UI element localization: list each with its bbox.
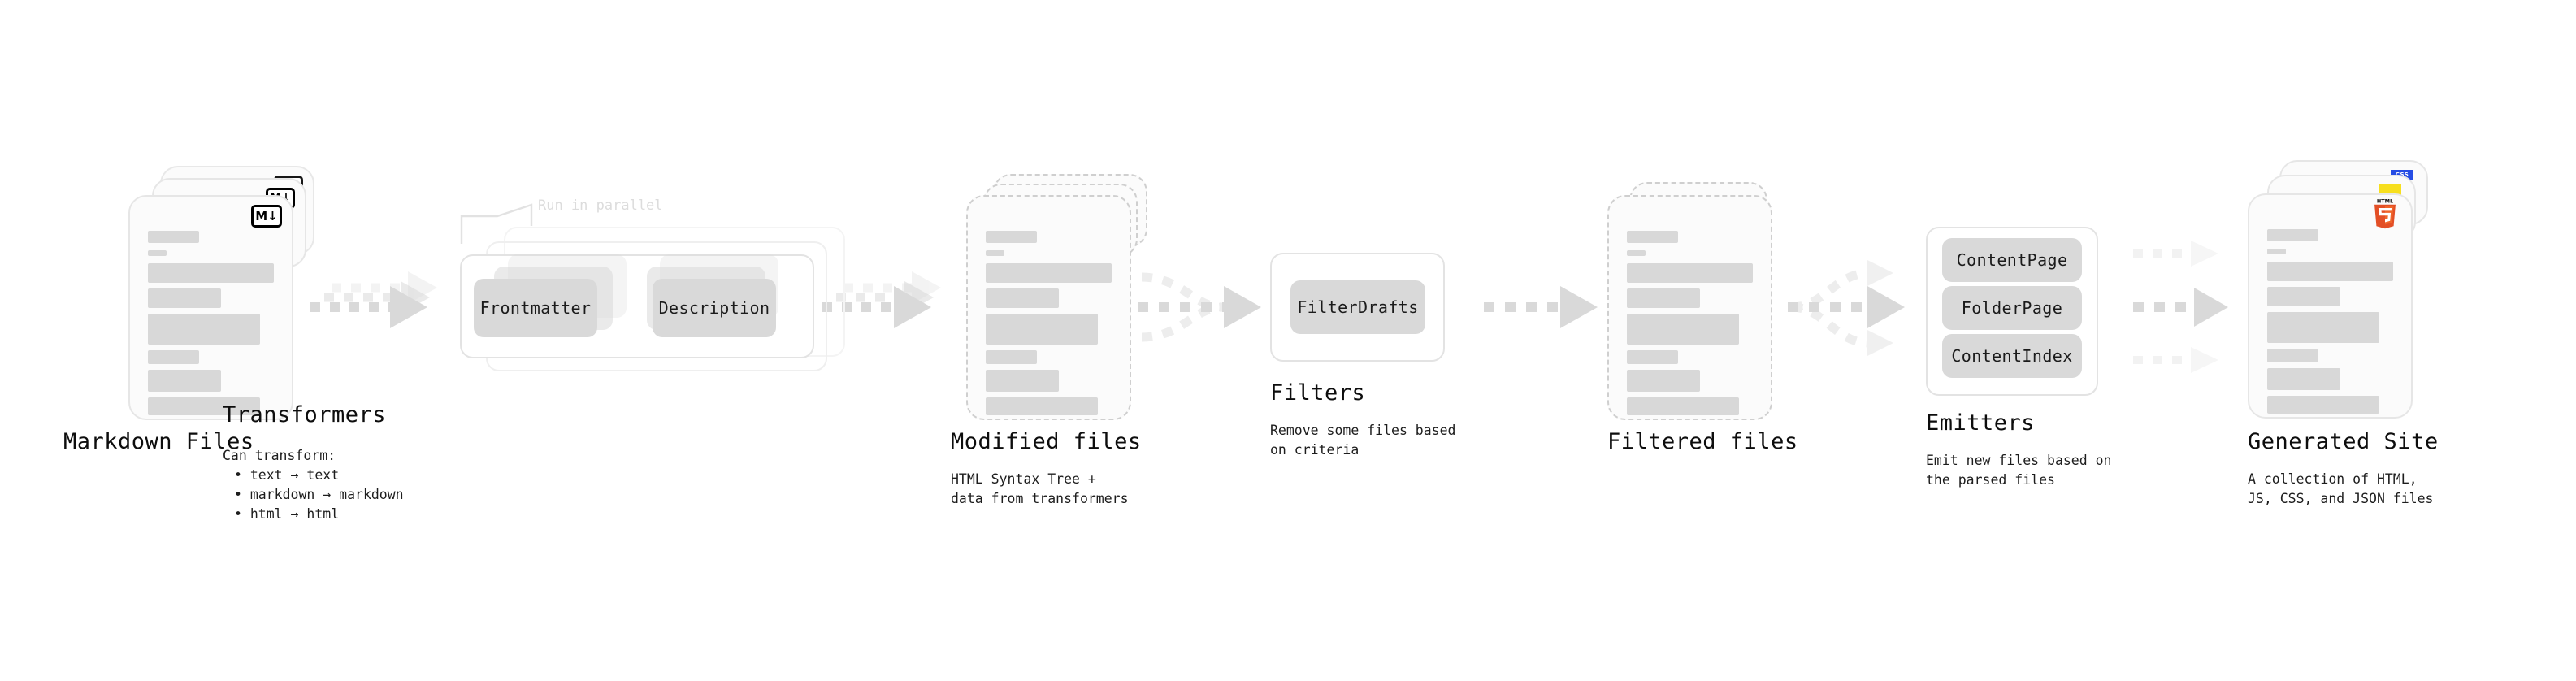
emitters-chip-folderpage[interactable]: FolderPage: [1942, 286, 2082, 330]
skeleton-bar: [986, 350, 1037, 364]
skeleton-bar: [986, 314, 1098, 345]
stage-title-emitters: Emitters: [1926, 410, 2036, 436]
skeleton-bar: [1627, 250, 1646, 256]
transformers-bullet-0: • text → text: [234, 467, 340, 483]
skeleton-bar: [2267, 287, 2340, 306]
transformer-chip-frontmatter[interactable]: Frontmatter: [474, 279, 597, 337]
skeleton-bar: [1627, 231, 1678, 243]
stage-desc-modified-files: HTML Syntax Tree + data from transformer…: [951, 471, 1129, 506]
skeleton-bar: [1627, 263, 1753, 283]
skeleton-bar: [986, 288, 1059, 308]
skeleton-bar: [148, 263, 274, 283]
emitters-chip-contentpage[interactable]: ContentPage: [1942, 238, 2082, 282]
skeleton-bar: [986, 370, 1059, 392]
stage-title-filtered-files: Filtered files: [1607, 429, 1798, 454]
skeleton-bar: [148, 397, 260, 415]
stage-title-markdown-files: Markdown Files: [63, 429, 254, 454]
skeleton-bar: [1627, 370, 1700, 392]
transformers-bullet-1: • markdown → markdown: [234, 487, 404, 502]
arrow-filtered-to-emitters: [1788, 260, 1905, 356]
markdown-file-card: M↓: [128, 195, 293, 420]
skeleton-bar: [1627, 288, 1700, 308]
stage-title-generated-site: Generated Site: [2248, 429, 2439, 454]
stage-desc-filters: Remove some files based on criteria: [1270, 423, 1456, 458]
skeleton-bar: [148, 288, 221, 308]
arrow-modified-to-filters: [1138, 272, 1261, 342]
stage-desc-emitters: Emit new files based on the parsed files: [1926, 453, 2112, 488]
skeleton-bar: [2267, 229, 2318, 241]
stage-title-modified-files: Modified files: [951, 429, 1142, 454]
arrow-transformers-to-modified: [822, 271, 941, 328]
stage-title-transformers: Transformers: [223, 402, 387, 427]
skeleton-bar: [2267, 349, 2318, 362]
modified-file-card: [966, 195, 1131, 420]
skeleton-bar: [148, 350, 199, 364]
markdown-icon: M↓: [251, 205, 282, 228]
skeleton-bar: [1627, 397, 1739, 415]
skeleton-bar: [148, 314, 260, 345]
skeleton-bar: [2267, 312, 2379, 343]
emitters-chip-contentindex[interactable]: ContentIndex: [1942, 334, 2082, 378]
skeleton-bar: [986, 231, 1037, 243]
skeleton-bar: [2267, 262, 2393, 281]
arrow-emitters-to-site: [2133, 241, 2228, 373]
filters-chip-filterdrafts[interactable]: FilterDrafts: [1290, 280, 1425, 334]
skeleton-bar: [148, 250, 167, 256]
html5-icon: HTML: [2374, 198, 2396, 229]
skeleton-bar: [148, 231, 199, 243]
skeleton-bar: [1627, 350, 1678, 364]
skeleton-bar: [2267, 368, 2340, 390]
arrow-filters-to-filtered: [1484, 286, 1598, 328]
run-in-parallel-label: Run in parallel: [538, 197, 663, 214]
skeleton-bar: [148, 370, 221, 392]
stage-desc-transformers: Can transform:: [223, 448, 336, 463]
transformer-chip-description[interactable]: Description: [653, 279, 776, 337]
skeleton-bar: [986, 397, 1098, 415]
stage-title-filters: Filters: [1270, 380, 1366, 406]
skeleton-bar: [986, 263, 1112, 283]
skeleton-bar: [2267, 396, 2379, 414]
stage-desc-generated-site: A collection of HTML, JS, CSS, and JSON …: [2248, 471, 2434, 506]
filtered-file-card: [1607, 195, 1772, 420]
skeleton-bar: [2267, 249, 2286, 254]
svg-text:HTML: HTML: [2377, 198, 2393, 204]
skeleton-bar: [986, 250, 1004, 256]
transformers-bullet-2: • html → html: [234, 506, 340, 522]
generated-site-card: HTML: [2248, 193, 2413, 419]
skeleton-bar: [1627, 314, 1739, 345]
arrow-markdown-to-transformers: [310, 271, 437, 328]
run-in-parallel-connector: [460, 203, 533, 244]
